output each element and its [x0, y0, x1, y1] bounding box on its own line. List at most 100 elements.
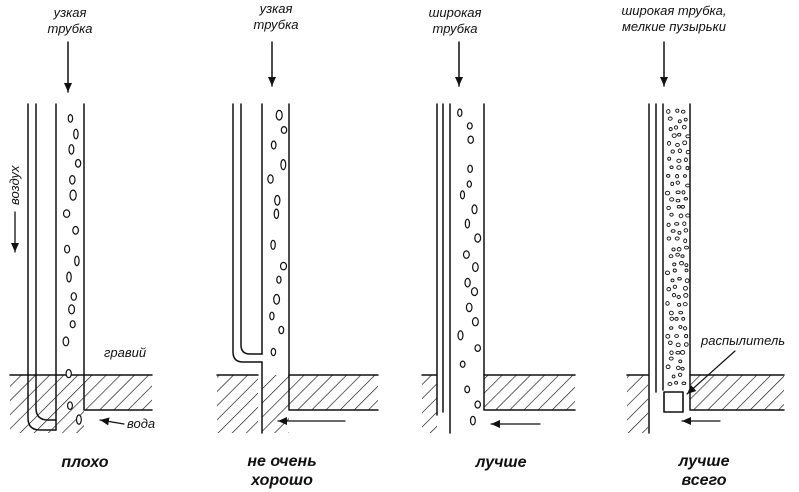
bubble	[676, 158, 682, 163]
bubble	[669, 197, 675, 202]
bubble	[671, 292, 677, 298]
bubble	[666, 236, 672, 241]
bubble	[457, 330, 464, 341]
bubble	[677, 372, 683, 377]
bubble	[466, 180, 472, 188]
bubble	[666, 287, 672, 292]
bubble	[472, 262, 479, 273]
bubble	[665, 301, 670, 306]
bubble	[680, 109, 686, 114]
bubble	[684, 268, 689, 273]
bubble	[674, 380, 679, 385]
bubble	[672, 268, 677, 273]
panel-1-air-tube	[27, 103, 57, 431]
bubble	[62, 209, 71, 218]
bubble	[676, 365, 681, 371]
bubble	[677, 132, 682, 137]
panel-2-top-label-line-2: трубка	[254, 17, 299, 32]
bubble	[668, 356, 674, 361]
bubble	[682, 302, 688, 307]
bubble	[681, 317, 686, 321]
bubble	[469, 415, 476, 426]
bubble	[279, 261, 288, 271]
bubble	[465, 302, 473, 313]
bubble	[270, 140, 277, 150]
panel-2-gravel-edge	[288, 374, 379, 411]
bubble	[270, 239, 276, 250]
bubble	[280, 159, 287, 171]
bubble	[682, 140, 688, 146]
panel-luchshe: широкая трубка лучше	[421, 5, 576, 471]
bubble	[75, 414, 82, 425]
bubble	[683, 285, 688, 291]
bubble	[464, 218, 471, 229]
bubble	[275, 109, 283, 121]
bubble	[69, 189, 77, 201]
bubble	[669, 212, 674, 217]
panel-1-gravel-label: гравий	[104, 345, 146, 360]
bubble	[682, 326, 688, 331]
bubble	[683, 238, 688, 244]
bubble	[669, 350, 674, 355]
panel-4-air-tube	[648, 103, 657, 434]
panel-3-verdict-line-1: лучше	[474, 454, 526, 471]
bubble	[66, 401, 73, 411]
bubble	[684, 334, 689, 339]
bubble	[685, 166, 690, 171]
bubble	[669, 165, 674, 169]
bubble	[464, 277, 471, 288]
bubble	[666, 174, 671, 178]
panel-1-air-label: воздух	[7, 165, 22, 205]
bubble	[676, 295, 681, 299]
bubble	[73, 128, 79, 140]
bubble	[665, 364, 671, 370]
bubble	[680, 205, 685, 209]
bubble	[676, 165, 682, 170]
bubble	[675, 108, 680, 113]
bubble	[677, 276, 682, 281]
panel-1-top-label-line-1: узкая	[53, 5, 87, 20]
bubble	[675, 142, 680, 147]
bubble	[269, 311, 275, 321]
panel-2-verdict-line-2: хорошо	[250, 472, 313, 489]
panel-1-water-label: вода	[127, 416, 155, 431]
panel-plokho: узкая трубка воздух гравий вода плохо	[7, 5, 155, 471]
bubble	[675, 350, 681, 355]
bubble	[72, 225, 79, 235]
bubble	[672, 262, 677, 267]
bubble	[675, 180, 680, 185]
bubble	[683, 342, 689, 347]
bubble	[667, 382, 673, 386]
bubble	[678, 359, 683, 364]
bubble	[67, 113, 74, 123]
bubble	[280, 125, 288, 134]
bubble	[459, 190, 466, 200]
bubble	[670, 149, 675, 154]
bubble	[683, 157, 688, 163]
bubble	[276, 275, 282, 284]
bubble	[69, 320, 76, 329]
bubble	[462, 250, 470, 259]
panel-2-top-label-line-1: узкая	[259, 1, 293, 16]
bubble	[685, 134, 691, 139]
panel-2-verdict-line-1: не очень	[247, 453, 316, 470]
bubble	[474, 344, 482, 353]
bubble	[666, 222, 671, 228]
bubble	[669, 316, 675, 321]
bubble	[671, 133, 677, 138]
bubble	[667, 340, 673, 345]
bubble	[683, 197, 688, 201]
bubble	[471, 317, 479, 327]
bubble	[671, 247, 676, 252]
bubble	[679, 261, 684, 266]
bubble	[278, 325, 285, 335]
bubble	[674, 334, 679, 338]
bubble	[672, 284, 678, 289]
bubble	[665, 333, 671, 339]
bubble	[684, 245, 689, 250]
bubble	[677, 148, 683, 154]
bubble	[675, 190, 681, 194]
bubble	[668, 127, 673, 132]
bubble	[677, 230, 682, 235]
